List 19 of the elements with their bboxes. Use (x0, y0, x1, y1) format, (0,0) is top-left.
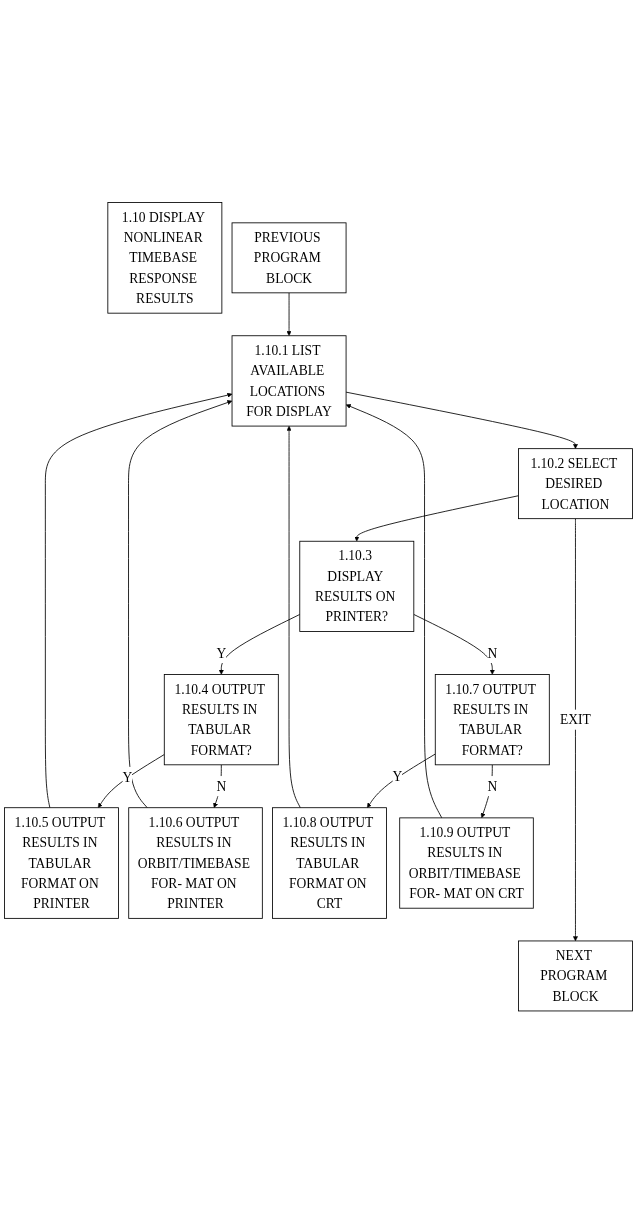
node-box: 1.10.6 OUTPUT RESULTS IN ORBIT/TIMEBASE FOR- MAT ON PRINTER (128, 807, 263, 919)
edge-label: N (216, 778, 227, 794)
node-box: 1.10.5 OUTPUT RESULTS IN TABULAR FORMAT ON PRINTER (4, 807, 119, 919)
node-box: 1.10.3 DISPLAY RESULTS ON PRINTER? (299, 540, 415, 632)
edge-label: N (487, 778, 498, 794)
node-box: 1.10.2 SELECT DESIRED LOCATION (518, 448, 633, 519)
node-box: 1.10.8 OUTPUT RESULTS IN TABULAR FORMAT ON CRT (272, 807, 387, 919)
edge-label: EXIT (560, 712, 591, 727)
node-box: 1.10 DISPLAY NONLINEAR TIMEBASE RESPONSE RESULTS (107, 201, 223, 314)
node-box: 1.10.1 LIST AVAILABLE LOCATIONS FOR DISPLAY (231, 335, 347, 427)
node-box: NEXT PROGRAM BLOCK (518, 940, 633, 1012)
node-box: 1.10.9 OUTPUT RESULTS IN ORBIT/TIMEBASE FOR- MAT ON CRT (399, 817, 534, 909)
node-box: 1.10.4 OUTPUT RESULTS IN TABULAR FORMAT? (163, 673, 279, 765)
edge-label: Y (216, 645, 227, 661)
node-box: PREVIOUS PROGRAM BLOCK (231, 222, 347, 294)
edge-label: Y (392, 769, 403, 784)
edge-label: Y (122, 769, 133, 785)
edge-label: N (487, 645, 498, 661)
node-box: 1.10.7 OUTPUT RESULTS IN TABULAR FORMAT? (434, 673, 550, 765)
